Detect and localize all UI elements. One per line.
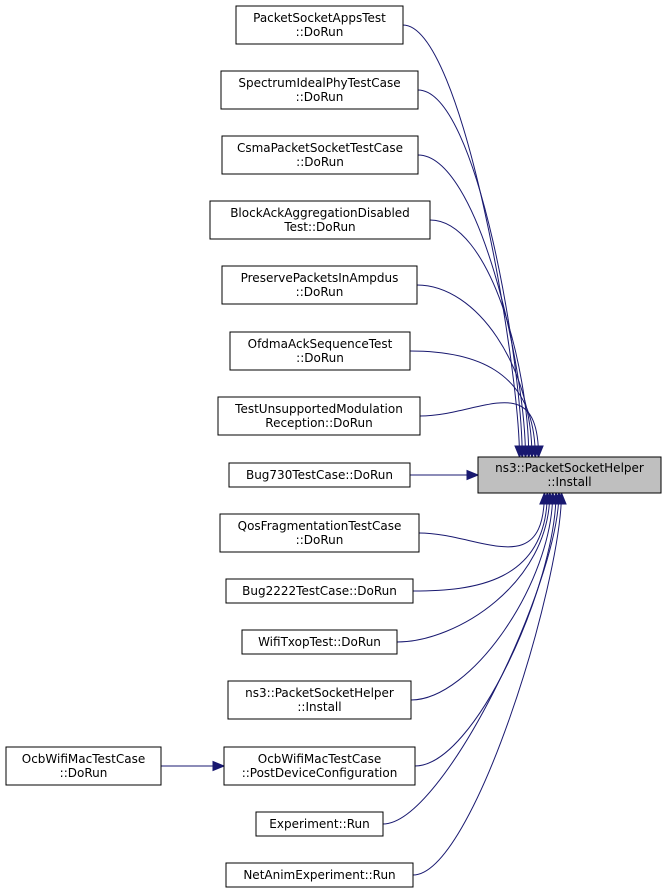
edge-csma-packet-socket-test-case [417,154,526,458]
node-label-line: Test::DoRun [283,220,355,234]
node-label-line: ::DoRun [296,155,344,169]
node-label-line: PreservePacketsInAmpdus [241,271,399,285]
edge-test-unsupported-modulation-reception-arrowhead [533,445,544,459]
node-box [5,746,162,786]
graph-node-experiment-run[interactable]: Experiment::Run [255,811,384,837]
node-label-line: OfdmaAckSequenceTest [248,337,393,351]
graph-node-bug2222-test-case[interactable]: Bug2222TestCase::DoRun [225,578,414,604]
edge-experiment-run [382,492,560,825]
edge-wifi-txop-test [396,492,551,643]
node-box [241,629,398,655]
edge-packet-socket-apps-test [402,24,520,458]
graph-node-packet-socket-apps-test[interactable]: PacketSocketAppsTest::DoRun [235,5,404,45]
node-box [209,200,431,240]
node-label-line: OcbWifiMacTestCase [22,752,145,766]
node-box [219,513,420,553]
node-label-line: Reception::DoRun [265,416,372,430]
graph-node-csma-packet-socket-test-case[interactable]: CsmaPacketSocketTestCase::DoRun [221,135,419,175]
node-box [235,5,404,45]
node-label-line: PacketSocketAppsTest [253,11,386,25]
edge-test-unsupported-modulation-reception [419,402,540,458]
node-label-line: ::PostDeviceConfiguration [242,766,398,780]
node-box [477,456,662,494]
graph-node-packet-socket-helper-install-overload[interactable]: ns3::PacketSocketHelper::Install [227,680,412,720]
node-label-line: Experiment::Run [269,817,369,831]
node-box [229,331,411,371]
node-box [225,578,414,604]
graph-node-qos-fragmentation-test-case[interactable]: QosFragmentationTestCase::DoRun [219,513,420,553]
graph-node-test-unsupported-modulation-reception[interactable]: TestUnsupportedModulationReception::DoRu… [217,396,421,436]
node-label-line: ::DoRun [296,285,344,299]
node-box [220,70,419,110]
node-label-line: QosFragmentationTestCase [238,519,402,533]
node-box [221,135,419,175]
node-box [223,746,416,786]
graph-node-bug730-test-case[interactable]: Bug730TestCase::DoRun [228,462,411,488]
node-label-line: CsmaPacketSocketTestCase [237,141,403,155]
graph-node-preserve-packets-in-ampdus[interactable]: PreservePacketsInAmpdus::DoRun [221,265,418,305]
graph-node-ocb-wifi-mac-post-device-configuration[interactable]: OcbWifiMacTestCase::PostDeviceConfigurat… [223,746,416,786]
graph-node-wifi-txop-test[interactable]: WifiTxopTest::DoRun [241,629,398,655]
graph-nodes: ns3::PacketSocketHelper::Install PacketSo… [5,5,662,888]
node-box [227,680,412,720]
node-label-line: Bug2222TestCase::DoRun [242,584,397,598]
node-label-line: ::Install [297,700,341,714]
call-edges [161,24,567,876]
node-box [228,462,411,488]
graph-node-spectrum-ideal-phy-test-case[interactable]: SpectrumIdealPhyTestCase::DoRun [220,70,419,110]
node-label-line: ::DoRun [60,766,108,780]
node-label-line: TestUnsupportedModulation [234,402,403,416]
edge-preserve-packets-in-ampdus [416,284,533,458]
node-label-line: ::DoRun [296,90,344,104]
edge-ocb-wifi-mac-do-run-arrowhead [212,760,226,772]
edge-ofdma-ack-sequence-test [409,350,536,458]
edge-net-anim-experiment-run [412,492,562,876]
graph-node-target[interactable]: ns3::PacketSocketHelper::Install [477,456,662,494]
edge-packet-socket-helper-install-overload [410,492,554,701]
node-label-line: Bug730TestCase::DoRun [246,468,393,482]
edge-qos-fragmentation-test-case [418,492,545,548]
node-box [217,396,421,436]
graph-node-net-anim-experiment-run[interactable]: NetAnimExperiment::Run [225,862,414,888]
node-label-line: ::DoRun [296,351,344,365]
node-label-line: NetAnimExperiment::Run [243,868,395,882]
node-label-line: ::DoRun [296,533,344,547]
node-label-line: BlockAckAggregationDisabled [230,206,410,220]
edge-block-ack-aggregation-disabled-test [429,219,530,458]
node-label-line: ns3::PacketSocketHelper [495,461,644,475]
graph-node-ofdma-ack-sequence-test[interactable]: OfdmaAckSequenceTest::DoRun [229,331,411,371]
node-label-line: ns3::PacketSocketHelper [245,686,394,700]
edge-bug2222-test-case [412,492,548,592]
node-box [225,862,414,888]
graph-node-ocb-wifi-mac-do-run[interactable]: OcbWifiMacTestCase::DoRun [5,746,162,786]
edge-net-anim-experiment-run-arrowhead [556,491,567,505]
node-label-line: ::DoRun [296,25,344,39]
node-label-line: WifiTxopTest::DoRun [258,635,381,649]
node-label-line: ::Install [547,475,591,489]
edge-spectrum-ideal-phy-test-case [417,89,523,458]
edge-bug730-test-case-arrowhead [466,469,480,481]
node-label-line: SpectrumIdealPhyTestCase [238,76,400,90]
node-box [255,811,384,837]
node-box [221,265,418,305]
node-label-line: OcbWifiMacTestCase [258,752,381,766]
